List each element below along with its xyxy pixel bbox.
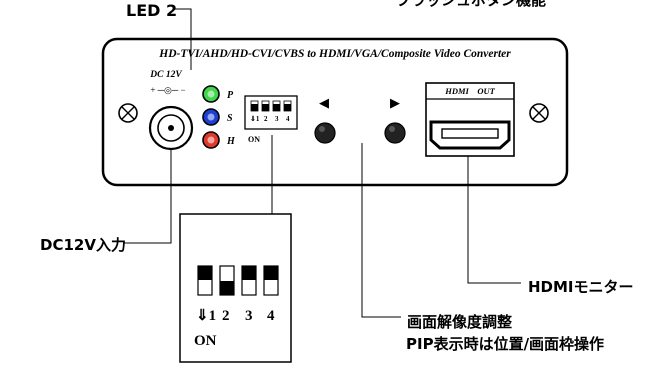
pip-operation-label: PIP表示時は位置/画面枠操作 bbox=[406, 335, 605, 353]
panel-dip-number-4: 4 bbox=[286, 115, 290, 123]
led-label: LED 2 bbox=[126, 1, 178, 20]
led-letter-h: H bbox=[226, 136, 236, 147]
hdmi-out-bezel bbox=[425, 82, 515, 157]
panel-dip-number-2: 2 bbox=[264, 115, 268, 123]
top-right-label-fragment: ブラッシュボタン機能 bbox=[396, 0, 547, 9]
polarity-symbol: + ─◎─ − bbox=[150, 85, 185, 95]
led-letter-p: P bbox=[227, 90, 234, 101]
panel-dip-number-3: 3 bbox=[275, 115, 279, 123]
zoom-dip-number-2: 2 bbox=[222, 308, 230, 324]
zoom-dip-number-3: 3 bbox=[245, 308, 253, 324]
resolution-label: 画面解像度調整 bbox=[407, 313, 513, 331]
zoom-dip-number-4: 4 bbox=[267, 308, 275, 324]
left-screw-icon bbox=[118, 103, 138, 123]
hdmi-monitor-label: HDMIモニター bbox=[528, 278, 634, 296]
panel-dip-switch bbox=[244, 95, 298, 130]
right-push-button bbox=[384, 122, 406, 144]
dc-12v-label: DC 12V bbox=[149, 70, 182, 80]
right-screw-icon bbox=[529, 103, 549, 123]
led-letter-s: S bbox=[227, 113, 233, 124]
panel-dip-on: ON bbox=[248, 135, 260, 144]
dc-input-label: DC12V入力 bbox=[40, 236, 126, 254]
zoom-dip-number-1: ⇓1 bbox=[196, 308, 216, 324]
right-arrow-icon: ▶ bbox=[390, 95, 400, 110]
callout-lines bbox=[123, 8, 521, 318]
device-front-panel bbox=[101, 37, 569, 187]
left-push-button bbox=[314, 122, 336, 144]
dc-jack-icon bbox=[148, 105, 194, 151]
device-title: HD-TVI/AHD/HD-CVI/CVBS to HDMI/VGA/Compo… bbox=[158, 48, 511, 60]
hdmi-out-label: HDMI OUT bbox=[444, 86, 495, 96]
zoom-dip-on: ON bbox=[194, 333, 217, 349]
left-arrow-icon: ◀ bbox=[319, 95, 329, 110]
dip-switch-zoom-detail bbox=[179, 213, 292, 363]
panel-dip-number-1: ⇓1 bbox=[250, 115, 260, 123]
